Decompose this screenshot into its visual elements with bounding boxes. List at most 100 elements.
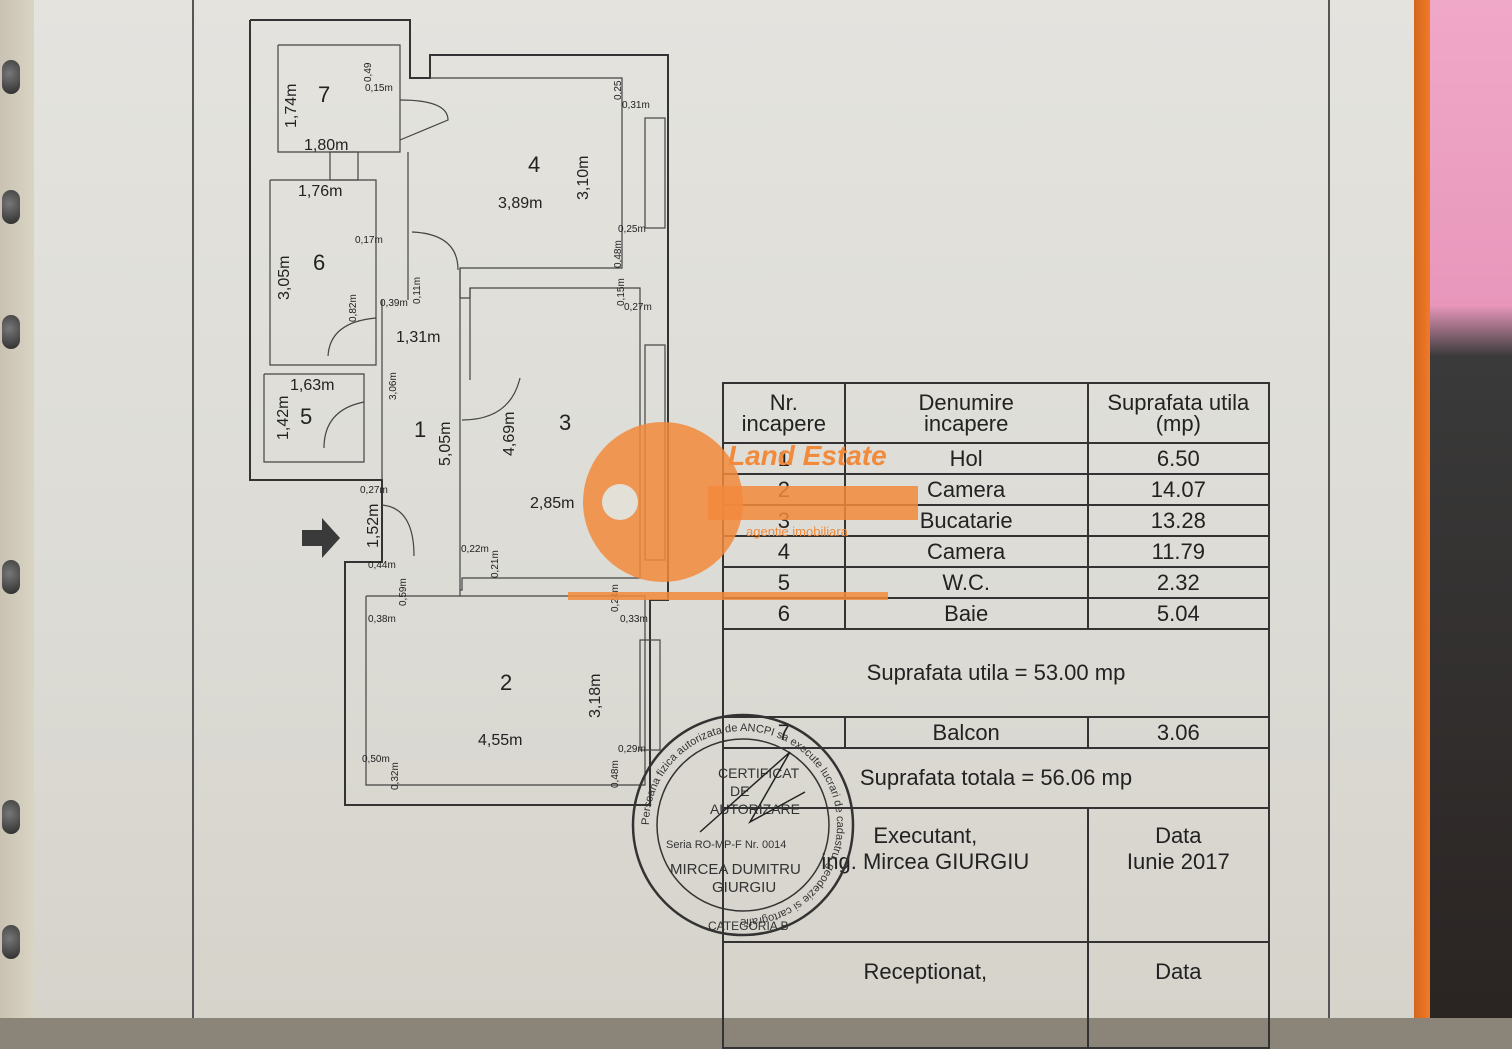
- dimension-label: 5,05m: [437, 422, 454, 466]
- cell-area: 13.28: [1086, 504, 1271, 537]
- cell-area: 14.07: [1086, 473, 1271, 506]
- inner-wall: [365, 595, 646, 786]
- cell-nr: 4: [722, 535, 846, 568]
- stamp-category: CATEGORIA B: [708, 919, 788, 933]
- cell-nr: 5: [722, 566, 846, 599]
- dimension-label: 4,69m: [501, 412, 518, 456]
- dimension-label: 0,27m: [360, 485, 388, 496]
- window: [639, 639, 661, 751]
- cell-nr: 1: [722, 442, 846, 475]
- binder-ring: [2, 925, 20, 959]
- date-cell: Data Iunie 2017: [1086, 807, 1271, 943]
- dimension-label: 2,85m: [530, 495, 574, 512]
- dimension-label: 0,50m: [362, 754, 390, 765]
- dimension-label: 0,48m: [610, 760, 621, 788]
- dimension-label: 1,63m: [290, 377, 334, 394]
- header-name: Denumire incapere: [843, 382, 1089, 444]
- received-label: Receptionat,: [863, 959, 988, 984]
- cell-area: 5.04: [1086, 597, 1271, 630]
- dimension-label: 0,25: [613, 80, 624, 100]
- dimension-label: 0,24m: [610, 584, 621, 612]
- dimension-label: 0,31m: [622, 100, 650, 111]
- header-area: Suprafata utila (mp): [1086, 382, 1271, 444]
- dimension-label: 0,33m: [620, 614, 648, 625]
- dimension-label: 0,38m: [368, 614, 396, 625]
- table-header-row: Nr. incapere Denumire incapere Suprafata…: [722, 382, 1271, 444]
- grand-total-row: Suprafata totala = 56.06 mp: [722, 747, 1270, 809]
- cell-nr: 2: [722, 473, 846, 506]
- stamp-line: AUTORIZARE: [710, 801, 800, 817]
- cell-name: W.C.: [843, 566, 1089, 599]
- dimension-label: 1,42m: [275, 396, 292, 440]
- door-swing: [411, 231, 459, 271]
- room-number: 6: [313, 250, 325, 275]
- dimension-label: 1,80m: [304, 137, 348, 154]
- inner-wall: [277, 44, 401, 153]
- stamp-line: GIURGIU: [712, 879, 776, 896]
- dimension-label: 1,76m: [298, 183, 342, 200]
- cell-name: Balcon: [843, 716, 1089, 749]
- stamp-line: MIRCEA DUMITRU: [670, 861, 801, 878]
- executant-label: Executant,: [873, 823, 978, 848]
- room-number: 2: [500, 670, 512, 695]
- room-number: 7: [318, 82, 330, 107]
- room-number: 3: [559, 410, 571, 435]
- binder-ring: [2, 560, 20, 594]
- page-frame-right: [1328, 0, 1330, 1018]
- executant-name: ing. Mircea GIURGIU: [821, 849, 1030, 874]
- page-frame-left: [192, 0, 194, 1018]
- header-name-text: Denumire incapere: [918, 390, 1014, 436]
- dimension-label: 0,27m: [624, 302, 652, 313]
- header-nr: Nr. incapere: [722, 382, 846, 444]
- cell-nr: 6: [722, 597, 846, 630]
- room-number: 4: [528, 152, 540, 177]
- window: [644, 344, 666, 561]
- cell-nr: 3: [722, 504, 846, 537]
- dimension-label: 0,11m: [412, 277, 423, 304]
- dimension-label: 3,05m: [276, 256, 293, 300]
- stamp-line: CERTIFICAT: [718, 765, 800, 781]
- dimension-label: 0,59m: [398, 578, 409, 606]
- cell-nr: 7: [722, 716, 846, 749]
- cell-name: Baie: [843, 597, 1089, 630]
- dimension-label: 0,25m: [618, 224, 646, 235]
- door-swing: [323, 401, 365, 449]
- dimension-label: 4,55m: [478, 732, 522, 749]
- useful-total: Suprafata utila = 53.00 mp: [722, 628, 1270, 718]
- window: [644, 117, 666, 229]
- received-cell: Receptionat,: [722, 941, 1089, 1049]
- binder-ring: [2, 315, 20, 349]
- date-label: Data: [1155, 823, 1202, 848]
- dimension-label: 0,49: [363, 62, 374, 82]
- window: [329, 151, 359, 181]
- date-value: Iunie 2017: [1126, 849, 1230, 874]
- stamp-line: DE: [730, 783, 749, 799]
- door-swing: [461, 377, 521, 421]
- dimension-label: 0,29m: [618, 744, 646, 755]
- header-nr-text: Nr. incapere: [741, 390, 827, 436]
- dimension-label: 0,15m: [616, 278, 627, 306]
- cell-name: Camera: [843, 473, 1089, 506]
- dimension-label: 3,06m: [388, 372, 399, 400]
- dimension-label: 0,32m: [390, 762, 401, 790]
- dimension-label: 3,89m: [498, 195, 542, 212]
- stamp-line: Seria RO-MP-F Nr. 0014: [666, 839, 786, 851]
- dimension-label: 3,10m: [575, 156, 592, 200]
- cell-name: Camera: [843, 535, 1089, 568]
- executant-cell: Executant, ing. Mircea GIURGIU: [722, 807, 1089, 943]
- dimension-label: 0,21m: [490, 550, 501, 578]
- door-swing: [381, 504, 415, 557]
- signature-scribble: [699, 751, 806, 833]
- dimension-label: 0,22m: [461, 544, 489, 555]
- cell-name: Hol: [843, 442, 1089, 475]
- inner-wall: [263, 373, 365, 463]
- grand-total: Suprafata totala = 56.06 mp: [722, 747, 1270, 809]
- received-date-label: Data: [1155, 959, 1202, 984]
- useful-total-row: Suprafata utila = 53.00 mp: [722, 628, 1270, 718]
- binder-ring: [2, 190, 20, 224]
- received-row: Receptionat, Data: [722, 941, 1271, 1049]
- cell-area: 3.06: [1086, 716, 1271, 749]
